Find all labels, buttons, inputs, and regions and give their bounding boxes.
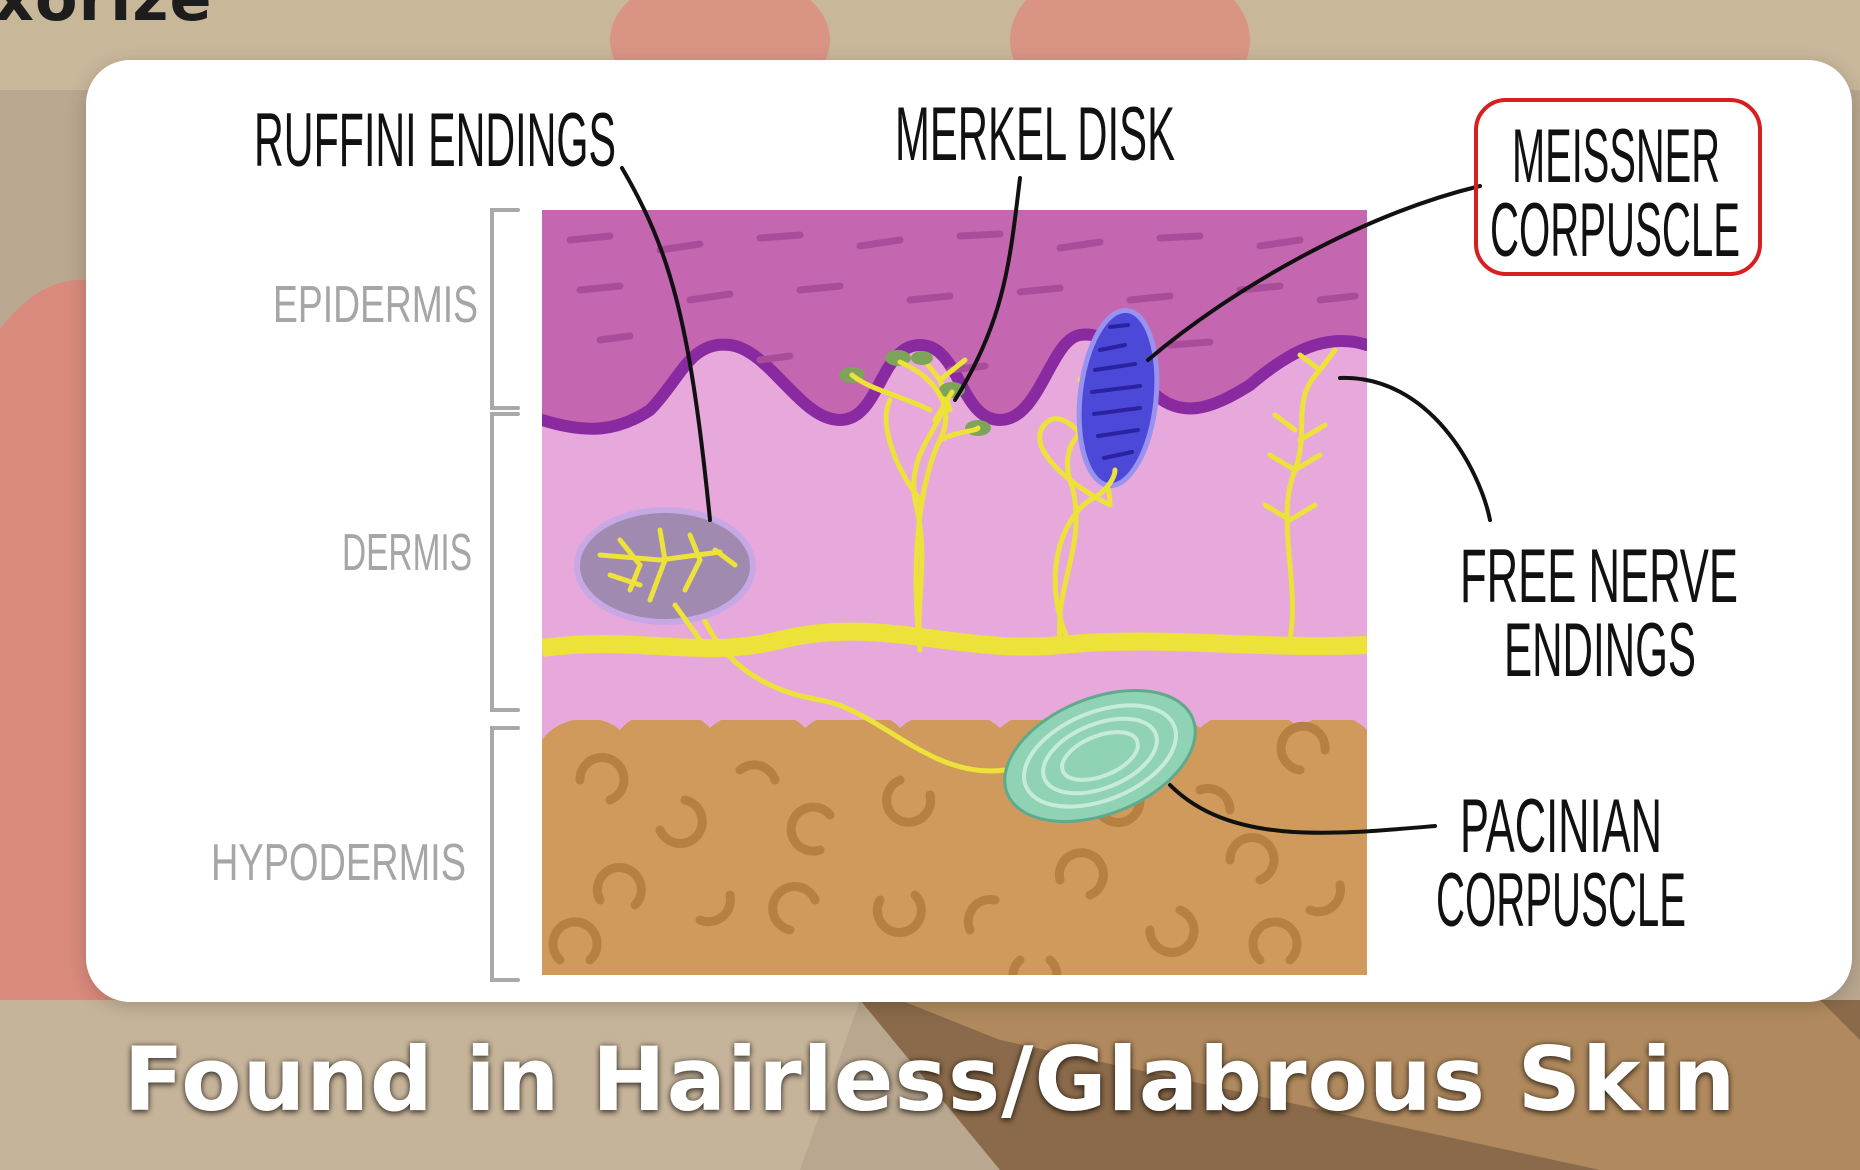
epidermis-layer [542,210,1367,429]
hypodermis-layer [542,700,1367,975]
pacinian-corpuscle [1003,688,1197,824]
label-meissner-line2: CORPUSCLE [1490,188,1740,273]
meissner-highlight-box [1474,98,1762,276]
label-epidermis: EPIDERMIS [273,276,478,334]
label-ruffini-endings: RUFFINI ENDINGS [254,98,616,183]
label-merkel-disk: MERKEL DISK [895,92,1175,177]
label-pacinian-line2: CORPUSCLE [1436,858,1686,943]
label-hypodermis: HYPODERMIS [211,834,466,892]
caption-subtitle: Found in Hairless/Glabrous Skin [123,1028,1737,1131]
main-nerve [542,622,1367,658]
brand-logo-text: xorize [0,0,213,35]
label-dermis: DERMIS [342,524,472,582]
label-free-nerve-line2: ENDINGS [1504,608,1696,693]
label-meissner-line1: MEISSNER [1512,114,1720,199]
label-pacinian-line1: PACINIAN [1460,784,1662,869]
label-free-nerve-line1: FREE NERVE [1460,534,1738,619]
